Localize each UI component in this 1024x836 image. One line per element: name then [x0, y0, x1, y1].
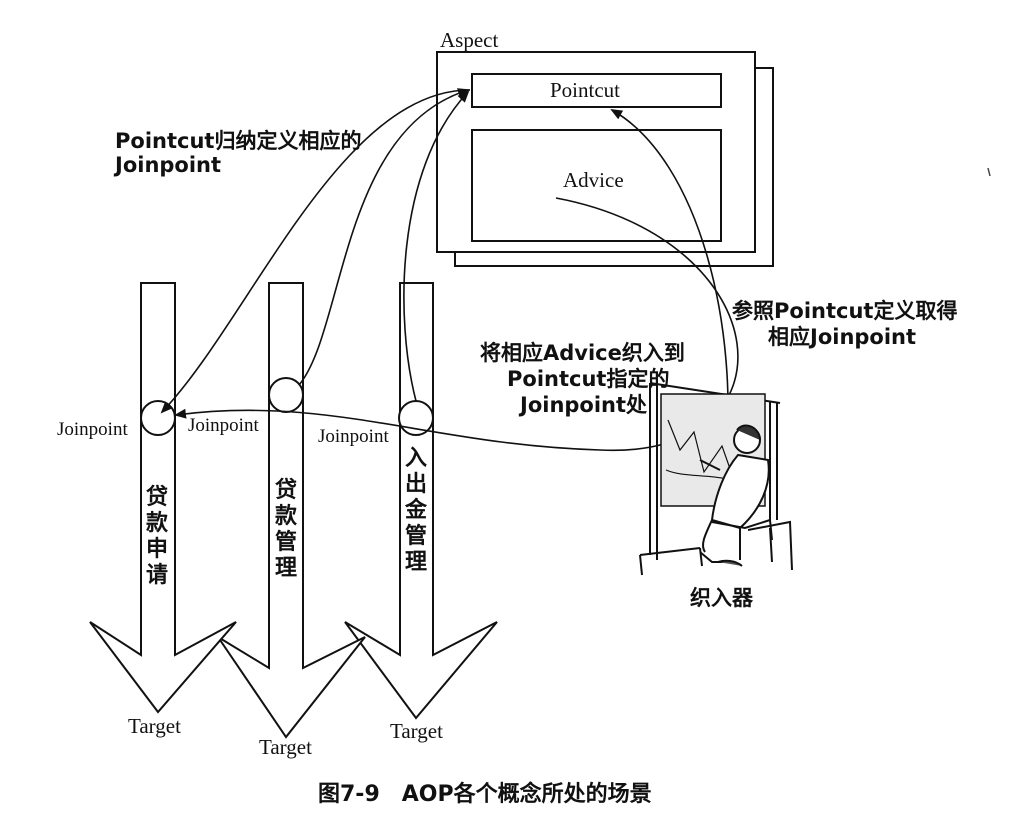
target-name-1-char: 款	[146, 510, 169, 536]
joinpoint-circle-1	[140, 400, 176, 436]
target-label-1: Target	[128, 714, 181, 738]
target-name-1: 贷 款 申 请	[146, 484, 169, 588]
aspect-title: Aspect	[440, 28, 498, 52]
target-name-3: 入 出 金 管 理	[404, 446, 428, 575]
curve-joinpoint-2-to-pointcut	[298, 88, 470, 386]
curve-joinpoint-3-to-pointcut	[403, 90, 470, 402]
curve-advice-weave-to-joinpoint-1	[174, 197, 739, 451]
joinpoint-label-1: Joinpoint	[57, 419, 128, 440]
joinpoint-label-3: Joinpoint	[318, 426, 389, 447]
stray-mark	[987, 167, 991, 177]
target-arrow-1	[89, 282, 237, 714]
annotation-pointcut-defines-1: Pointcut归纳定义相应的	[115, 129, 361, 153]
pointcut-label: Pointcut	[550, 78, 620, 102]
annotation-refer-pointcut-1: 参照Pointcut定义取得	[732, 299, 957, 323]
target-arrow-2	[217, 282, 366, 739]
target-name-2-char: 理	[275, 556, 297, 581]
target-arrow-3	[344, 282, 498, 720]
target-name-2-char: 款	[275, 503, 298, 529]
pointcut-box	[471, 73, 722, 108]
target-name-3-char: 管	[405, 523, 427, 549]
annotation-refer-pointcut-2: 相应Joinpoint	[768, 325, 916, 349]
target-name-3-char: 出	[405, 472, 427, 497]
target-name-3-char: 入	[405, 446, 427, 471]
weaver-illustration	[639, 382, 793, 576]
target-name-1-char: 贷	[146, 484, 168, 510]
target-name-2: 贷 款 管 理	[275, 477, 298, 581]
curve-pointcut-to-joinpoint-1	[160, 89, 471, 414]
annotation-weave-advice-1: 将相应Advice织入到	[480, 341, 685, 365]
annotation-weave-advice-3: Joinpoint处	[518, 393, 647, 417]
target-name-2-char: 贷	[275, 477, 297, 503]
advice-label: Advice	[563, 168, 624, 192]
figure-caption: 图7-9 AOP各个概念所处的场景	[318, 781, 652, 807]
target-name-1-char: 请	[146, 562, 168, 588]
target-label-3: Target	[390, 719, 443, 743]
target-name-3-char: 金	[404, 497, 428, 523]
joinpoint-circle-2	[268, 377, 304, 413]
joinpoint-label-2: Joinpoint	[188, 415, 259, 436]
annotation-weave-advice-2: Pointcut指定的	[507, 367, 669, 391]
target-name-1-char: 申	[146, 537, 168, 562]
target-name-3-char: 理	[405, 550, 427, 575]
weaver-label: 织入器	[690, 586, 754, 610]
joinpoint-circle-3	[398, 400, 434, 436]
target-label-2: Target	[259, 735, 312, 759]
target-name-2-char: 管	[275, 529, 297, 555]
annotation-pointcut-defines-2: Joinpoint	[113, 153, 221, 177]
